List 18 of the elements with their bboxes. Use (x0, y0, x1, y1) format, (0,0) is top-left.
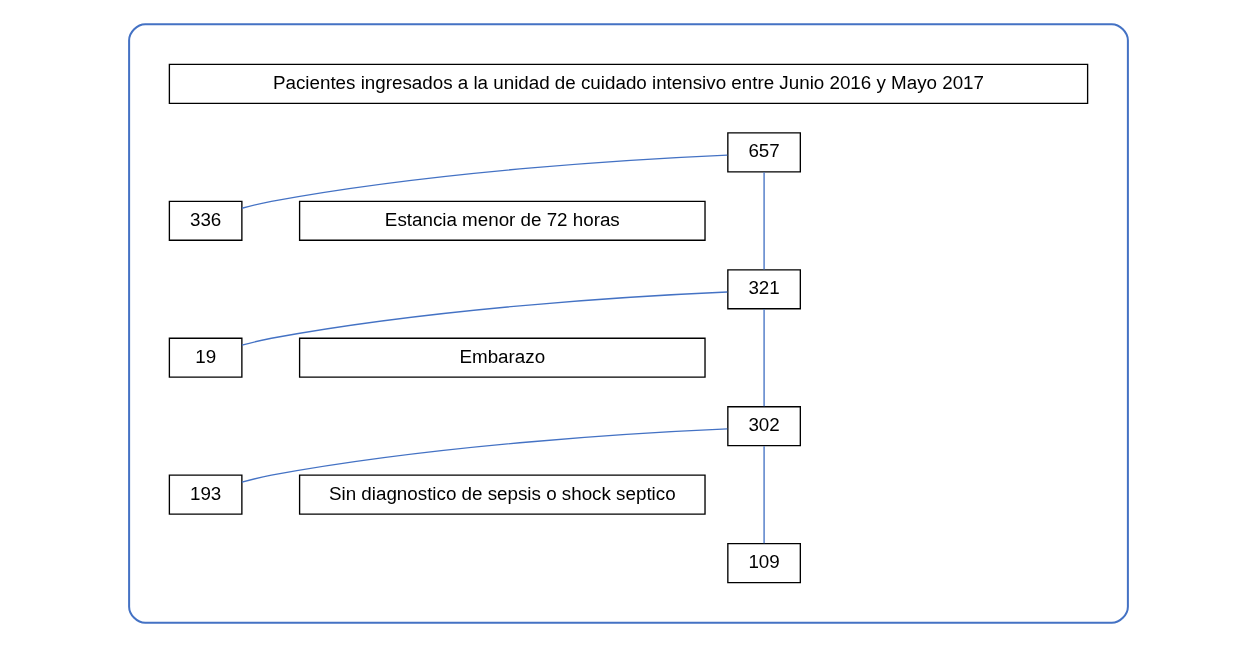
node-box: Pacientes ingresados a la unidad de cuidado intensivo entre Junio 2016 y Mayo 2017 (168, 63, 1088, 104)
cluster (127, 23, 1129, 624)
connector (762, 445, 765, 544)
connector (762, 171, 765, 271)
node-box: Embarazo (298, 337, 706, 378)
node-box: Sin diagnostico de sepsis o shock septico (298, 474, 706, 515)
connector (240, 428, 728, 483)
node-box: 19 (168, 337, 243, 378)
node-box: 321 (726, 269, 801, 310)
node-box: 109 (726, 543, 801, 584)
node-box: Estancia menor de 72 horas (298, 200, 706, 241)
node-box: 657 (726, 132, 801, 173)
node-box: 302 (726, 406, 801, 447)
node-box: 336 (168, 200, 243, 241)
connector (240, 291, 728, 346)
connector (240, 154, 728, 209)
connector (762, 308, 765, 407)
node-box: 193 (168, 474, 243, 515)
